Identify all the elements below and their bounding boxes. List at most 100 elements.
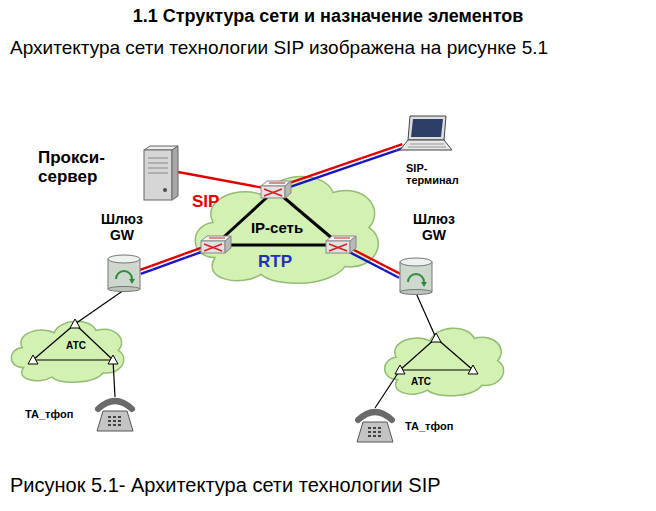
phone-key: [118, 424, 121, 426]
network-link-line: [182, 172, 185, 175]
inner-wire-group: [114, 394, 115, 397]
router-side: [350, 236, 356, 253]
router-arrow: [264, 189, 282, 196]
sip-terminal: SIP- терминал: [396, 112, 482, 200]
router-side: [285, 181, 291, 198]
exchange-link: [436, 338, 473, 370]
router-arrow: [334, 238, 350, 239]
intro-text: Архитектура сети технологии SIP изображе…: [10, 37, 548, 59]
node-label: IP-сеть: [245, 220, 309, 237]
node-label: АТС: [404, 376, 438, 387]
phone-key: [118, 420, 121, 422]
network-link: [182, 172, 185, 174]
phone-key: [113, 420, 116, 422]
server-slot: [148, 173, 168, 174]
exchange-link: [400, 338, 436, 370]
figure-caption: Рисунок 5.1- Архитектура сети технологии…: [10, 474, 441, 497]
phone-key: [368, 427, 371, 429]
gateway: Шлюз GW: [398, 208, 470, 304]
phone-key: [108, 416, 111, 418]
icon-group: [201, 181, 356, 253]
phone-key: [378, 435, 381, 437]
node-illustration: [396, 112, 482, 200]
router-front: [201, 241, 225, 253]
phone-handset: [98, 401, 132, 409]
server-led: [163, 188, 167, 192]
inner-wire-group: [380, 318, 436, 400]
router-arrow: [204, 244, 222, 251]
node-label: ТА_тфоп: [25, 408, 87, 420]
phone-base: [357, 422, 393, 442]
phone-handset: [358, 412, 392, 420]
phone-key: [113, 424, 116, 426]
server-slot: [148, 158, 168, 159]
cloud-outline: [11, 321, 124, 382]
inner-wire-group: [178, 172, 182, 174]
server-slot: [148, 163, 168, 164]
pstn-exchange-cloud: АТС: [378, 318, 508, 400]
exchange-node: [28, 355, 38, 364]
cloud-outline-layer: [378, 318, 508, 400]
inner-wire: [178, 171, 182, 174]
node-label: Шлюз GW: [95, 212, 149, 243]
icon-group: [108, 255, 140, 292]
pstn-phone: ТА_тфоп: [22, 394, 140, 434]
exchange-link: [400, 369, 473, 370]
network-link-line: [376, 400, 380, 406]
gateway-top: [400, 258, 432, 266]
exchange-node: [395, 365, 405, 374]
gateway-swirl-head: [129, 279, 135, 284]
pstn-phone: ТА_тфоп: [352, 406, 478, 446]
icon-group: [28, 319, 118, 364]
phone-key: [373, 435, 376, 437]
router-side: [225, 236, 231, 253]
pstn-exchange-cloud: АТС: [5, 312, 128, 386]
phone-key: [108, 424, 111, 426]
network-link-line: [421, 304, 427, 318]
laptop-keys: [410, 144, 444, 145]
protocol-label: RTP: [258, 252, 292, 272]
phone-key: [108, 420, 111, 422]
node-label: АТС: [61, 340, 91, 351]
router-arrow: [209, 238, 225, 239]
network-link: [384, 266, 399, 276]
server-side: [172, 146, 178, 200]
router-front: [326, 241, 350, 253]
inner-wire: [397, 277, 399, 278]
router-arrow: [204, 244, 222, 251]
network-link: [376, 400, 380, 406]
cloud-outline: [385, 328, 504, 395]
phone-key: [118, 416, 121, 418]
title: 1.1 Структура сети и назначение элементо…: [0, 6, 656, 27]
router-arrow: [264, 189, 282, 196]
cloud-outline: [195, 176, 378, 283]
server-slot: [148, 168, 168, 169]
phone-key: [368, 435, 371, 437]
router-front: [261, 186, 285, 198]
gateway-top: [108, 255, 140, 263]
gateway-bottom: [108, 287, 140, 292]
network-link-line: [92, 296, 115, 312]
inner-wire: [114, 394, 115, 397]
phone-base: [97, 411, 133, 431]
router-arrow: [269, 183, 285, 184]
gateway-bottom: [400, 290, 432, 295]
icon-group: [400, 258, 432, 295]
proxy-server: Прокси- сервер: [36, 142, 182, 204]
server-front: [144, 150, 172, 200]
laptop-base: [400, 140, 452, 150]
gateway-swirl: [408, 274, 424, 282]
inner-wire-group: [375, 406, 376, 408]
backbone-link: [215, 244, 340, 247]
gateway: Шлюз GW: [92, 208, 152, 296]
network-link-line: [384, 270, 397, 277]
icon-group: [144, 146, 178, 200]
laptop-screen: [411, 119, 443, 137]
network-link-line: [114, 386, 116, 394]
gateway-swirl: [116, 271, 132, 279]
inner-wire: [375, 406, 376, 408]
network-link-line: [153, 258, 186, 270]
icon-group: [395, 333, 478, 374]
phone-key: [373, 427, 376, 429]
node-illustration: [378, 318, 508, 400]
